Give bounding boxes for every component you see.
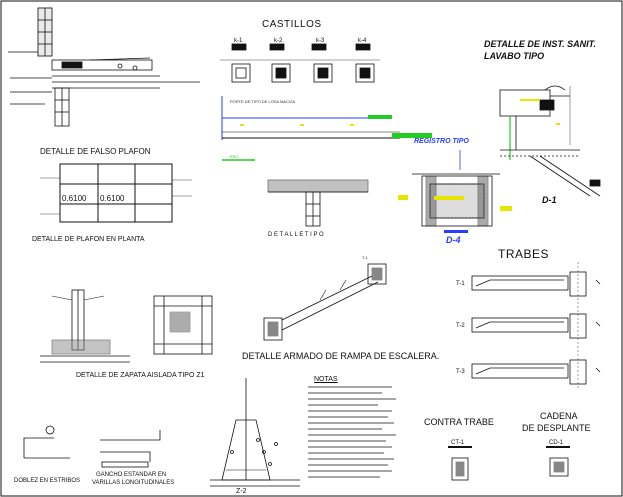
cadena-title-2: DE DESPLANTE [522,423,591,433]
zapata-plan [153,295,213,355]
plafon-value-1: 0.6100 [62,194,87,203]
dobles-title: DOBLEZ EN ESTRIBOS [14,478,81,484]
registro-tipo-title: REGISTRO TIPO [414,138,469,145]
contra-trabe-title: CONTRA TRABE [424,417,494,427]
detalle-inst-title: DETALLE DE INST. SANIT. [484,39,596,49]
castillo-label-k1: k-1 [234,38,243,44]
losa-maciza-label: PORTE DE TIPO DE LOSA MACIZA [230,99,296,104]
d1-label: D-1 [542,195,557,205]
ct1-label: CT-1 [451,440,465,446]
gancho-title-2: VARILLAS LONGITUDINALES [92,480,175,486]
zapata-z1-section [40,289,130,363]
z2-label: Z-2 [236,488,247,495]
plafon-planta-title: DETALLE DE PLAFON EN PLANTA [32,236,145,243]
lavabo-detail [499,85,601,197]
trabes-title: TRABES [498,247,550,261]
detalle-tipo-beam [267,179,369,227]
castillos-title: CASTILLOS [262,19,322,30]
notas-title: NOTAS [314,376,338,383]
notas-lines [308,386,396,478]
rampa-t1-label: T-1 [362,255,368,260]
castillo-label-k3: k-3 [316,38,325,44]
castillo-label-k4: k-4 [358,38,367,44]
gancho-title-1: GANCHO ESTANDAR EN [96,472,167,478]
lavabo-tipo-title: LAVABO TIPO [484,51,545,61]
losa-maciza-strip [221,96,432,161]
zapata-title: DETALLE DE ZAPATA AISLADA TIPO Z1 [76,372,205,379]
cd1-section [546,446,570,477]
plafon-value-2: 0.6100 [100,194,125,203]
trabe-label-t2: T-2 [456,323,465,329]
ct1-section [448,446,472,481]
rampa-escalera [263,263,387,341]
falso-plafon-title: DETALLE DE FALSO PLAFON [40,147,151,156]
registro-tipo-detail [398,150,512,233]
cd1-label: CD-1 [549,440,564,446]
wall-slab-section [8,7,200,127]
z2-section [210,378,300,487]
trabe-label-t3: T-3 [456,369,465,375]
trabes-section [471,262,601,390]
castillos-section [220,43,380,83]
dobles-detail [23,425,70,459]
esc-label: ESC. [230,154,240,159]
detalle-tipo-title: D E T A L L E T I P O [268,232,324,238]
falso-plafon-grid [40,163,192,223]
trabe-label-t1: T-1 [456,281,465,287]
gancho-detail [100,430,161,468]
cadena-title-1: CADENA [540,411,578,421]
d4-label: D-4 [446,235,461,245]
rampa-title: DETALLE ARMADO DE RAMPA DE ESCALERA. [242,351,440,361]
castillo-label-k2: k-2 [274,38,283,44]
